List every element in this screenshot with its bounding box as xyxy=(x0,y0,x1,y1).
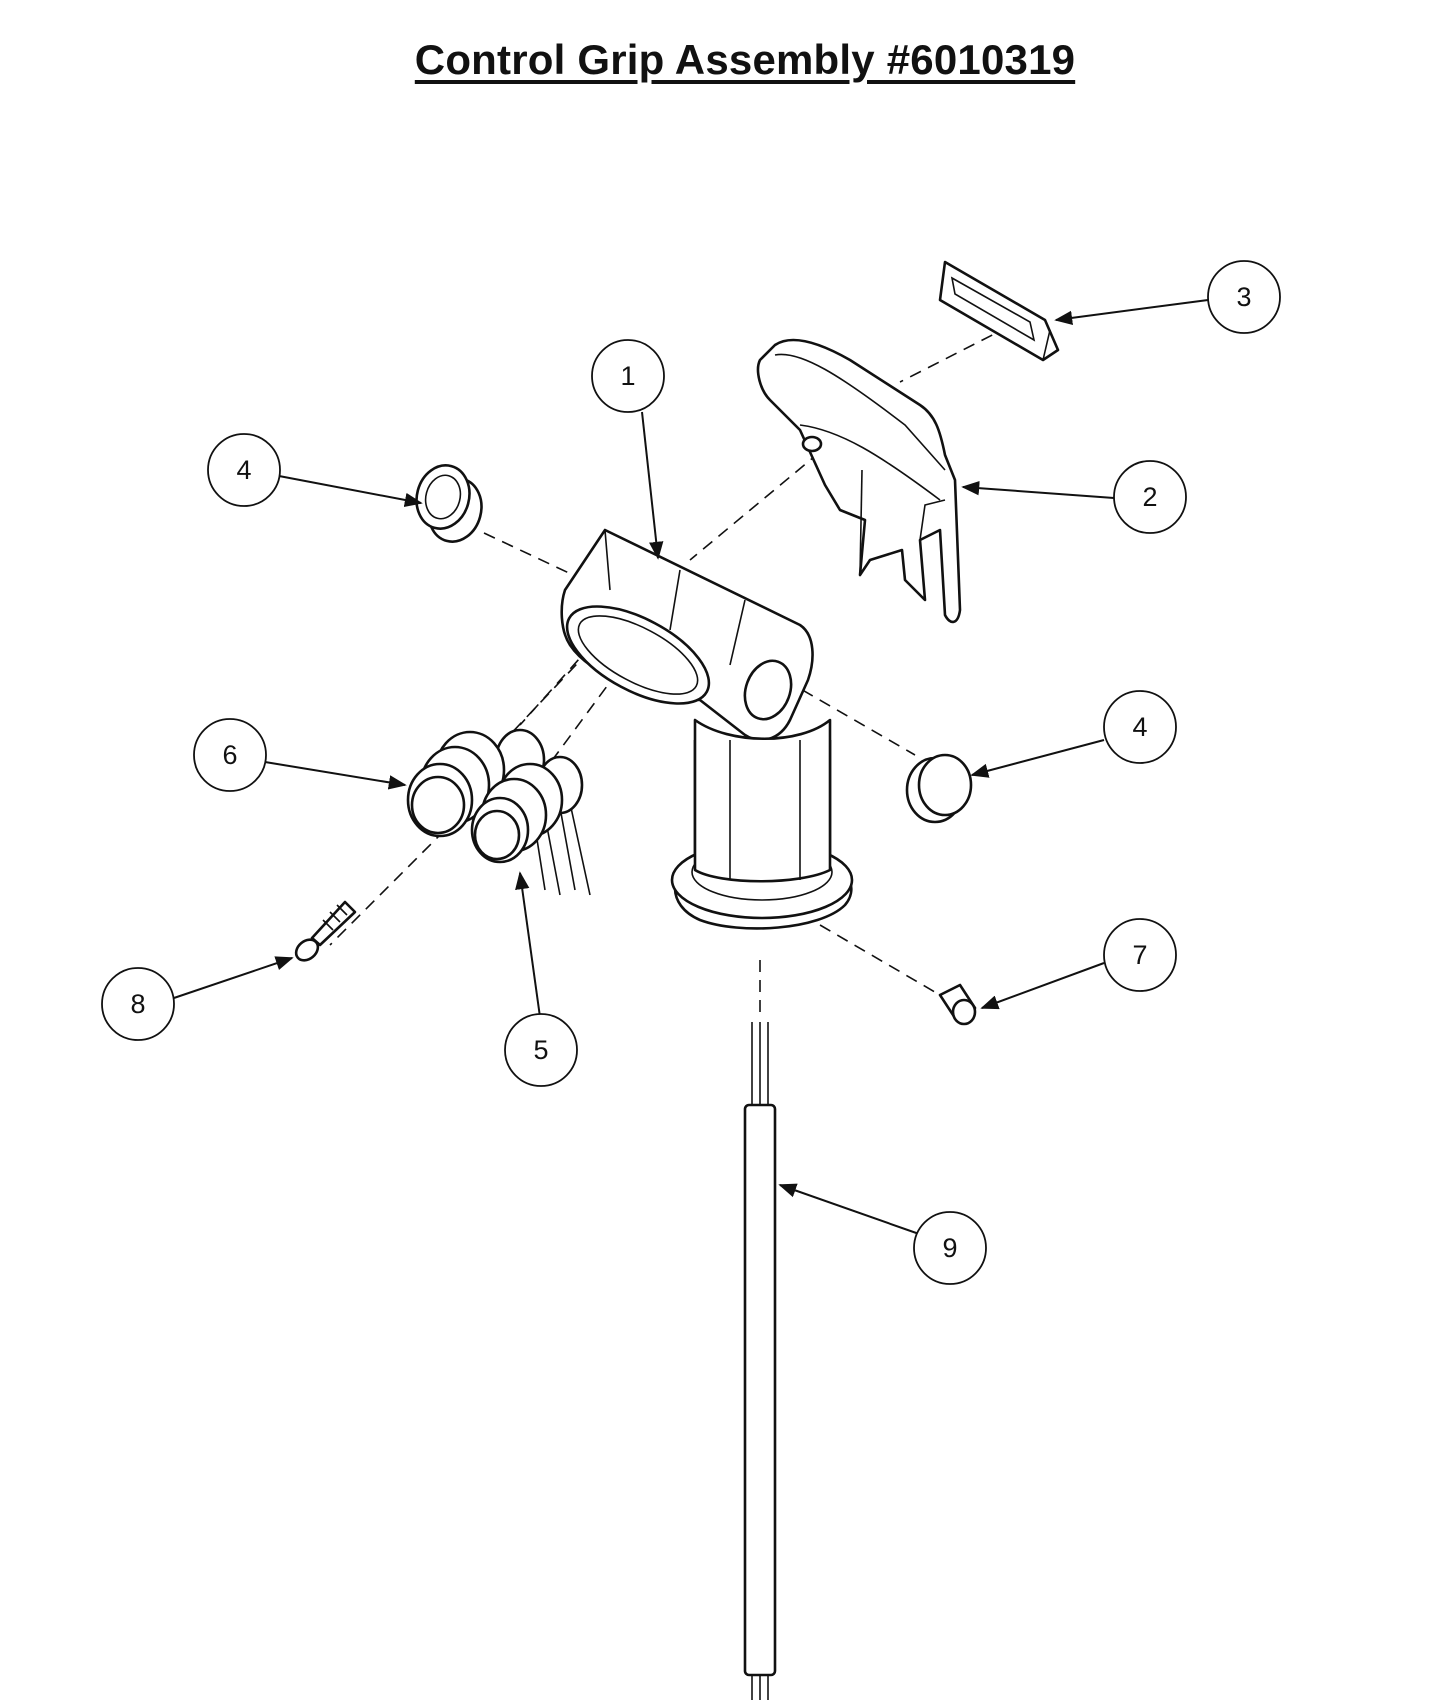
svg-text:5: 5 xyxy=(533,1035,548,1065)
part-4-plug-cap-lower xyxy=(905,753,973,824)
svg-text:1: 1 xyxy=(620,361,635,391)
part-3-button-cap xyxy=(938,260,1060,362)
callout-1: 1 xyxy=(591,339,665,413)
svg-text:4: 4 xyxy=(1132,712,1147,742)
svg-text:2: 2 xyxy=(1142,482,1157,512)
callout-3: 3 xyxy=(1207,260,1281,334)
svg-text:8: 8 xyxy=(130,989,145,1019)
part-4-bushing-upper xyxy=(415,464,483,543)
svg-text:9: 9 xyxy=(942,1233,957,1263)
part-9-cable xyxy=(743,1022,777,1700)
svg-text:7: 7 xyxy=(1132,940,1147,970)
part-5-6-switches xyxy=(406,728,591,896)
callout-5: 5 xyxy=(504,1013,578,1087)
part-8-screw xyxy=(294,900,357,962)
part-7-set-screw xyxy=(938,983,977,1026)
callout-4-lower: 4 xyxy=(1103,690,1177,764)
part-1-grip-housing xyxy=(560,528,854,930)
callout-2: 2 xyxy=(1113,460,1187,534)
diagram-title: Control Grip Assembly #6010319 xyxy=(414,36,1076,83)
callout-8: 8 xyxy=(101,967,175,1041)
svg-text:6: 6 xyxy=(222,740,237,770)
callout-6: 6 xyxy=(193,718,267,792)
svg-text:4: 4 xyxy=(236,455,251,485)
callout-leaders xyxy=(167,299,1209,1236)
part-2-trigger xyxy=(756,338,962,624)
callout-4-upper: 4 xyxy=(207,433,281,507)
callout-9: 9 xyxy=(913,1211,987,1285)
callout-7: 7 xyxy=(1103,918,1177,992)
svg-text:3: 3 xyxy=(1236,282,1251,312)
